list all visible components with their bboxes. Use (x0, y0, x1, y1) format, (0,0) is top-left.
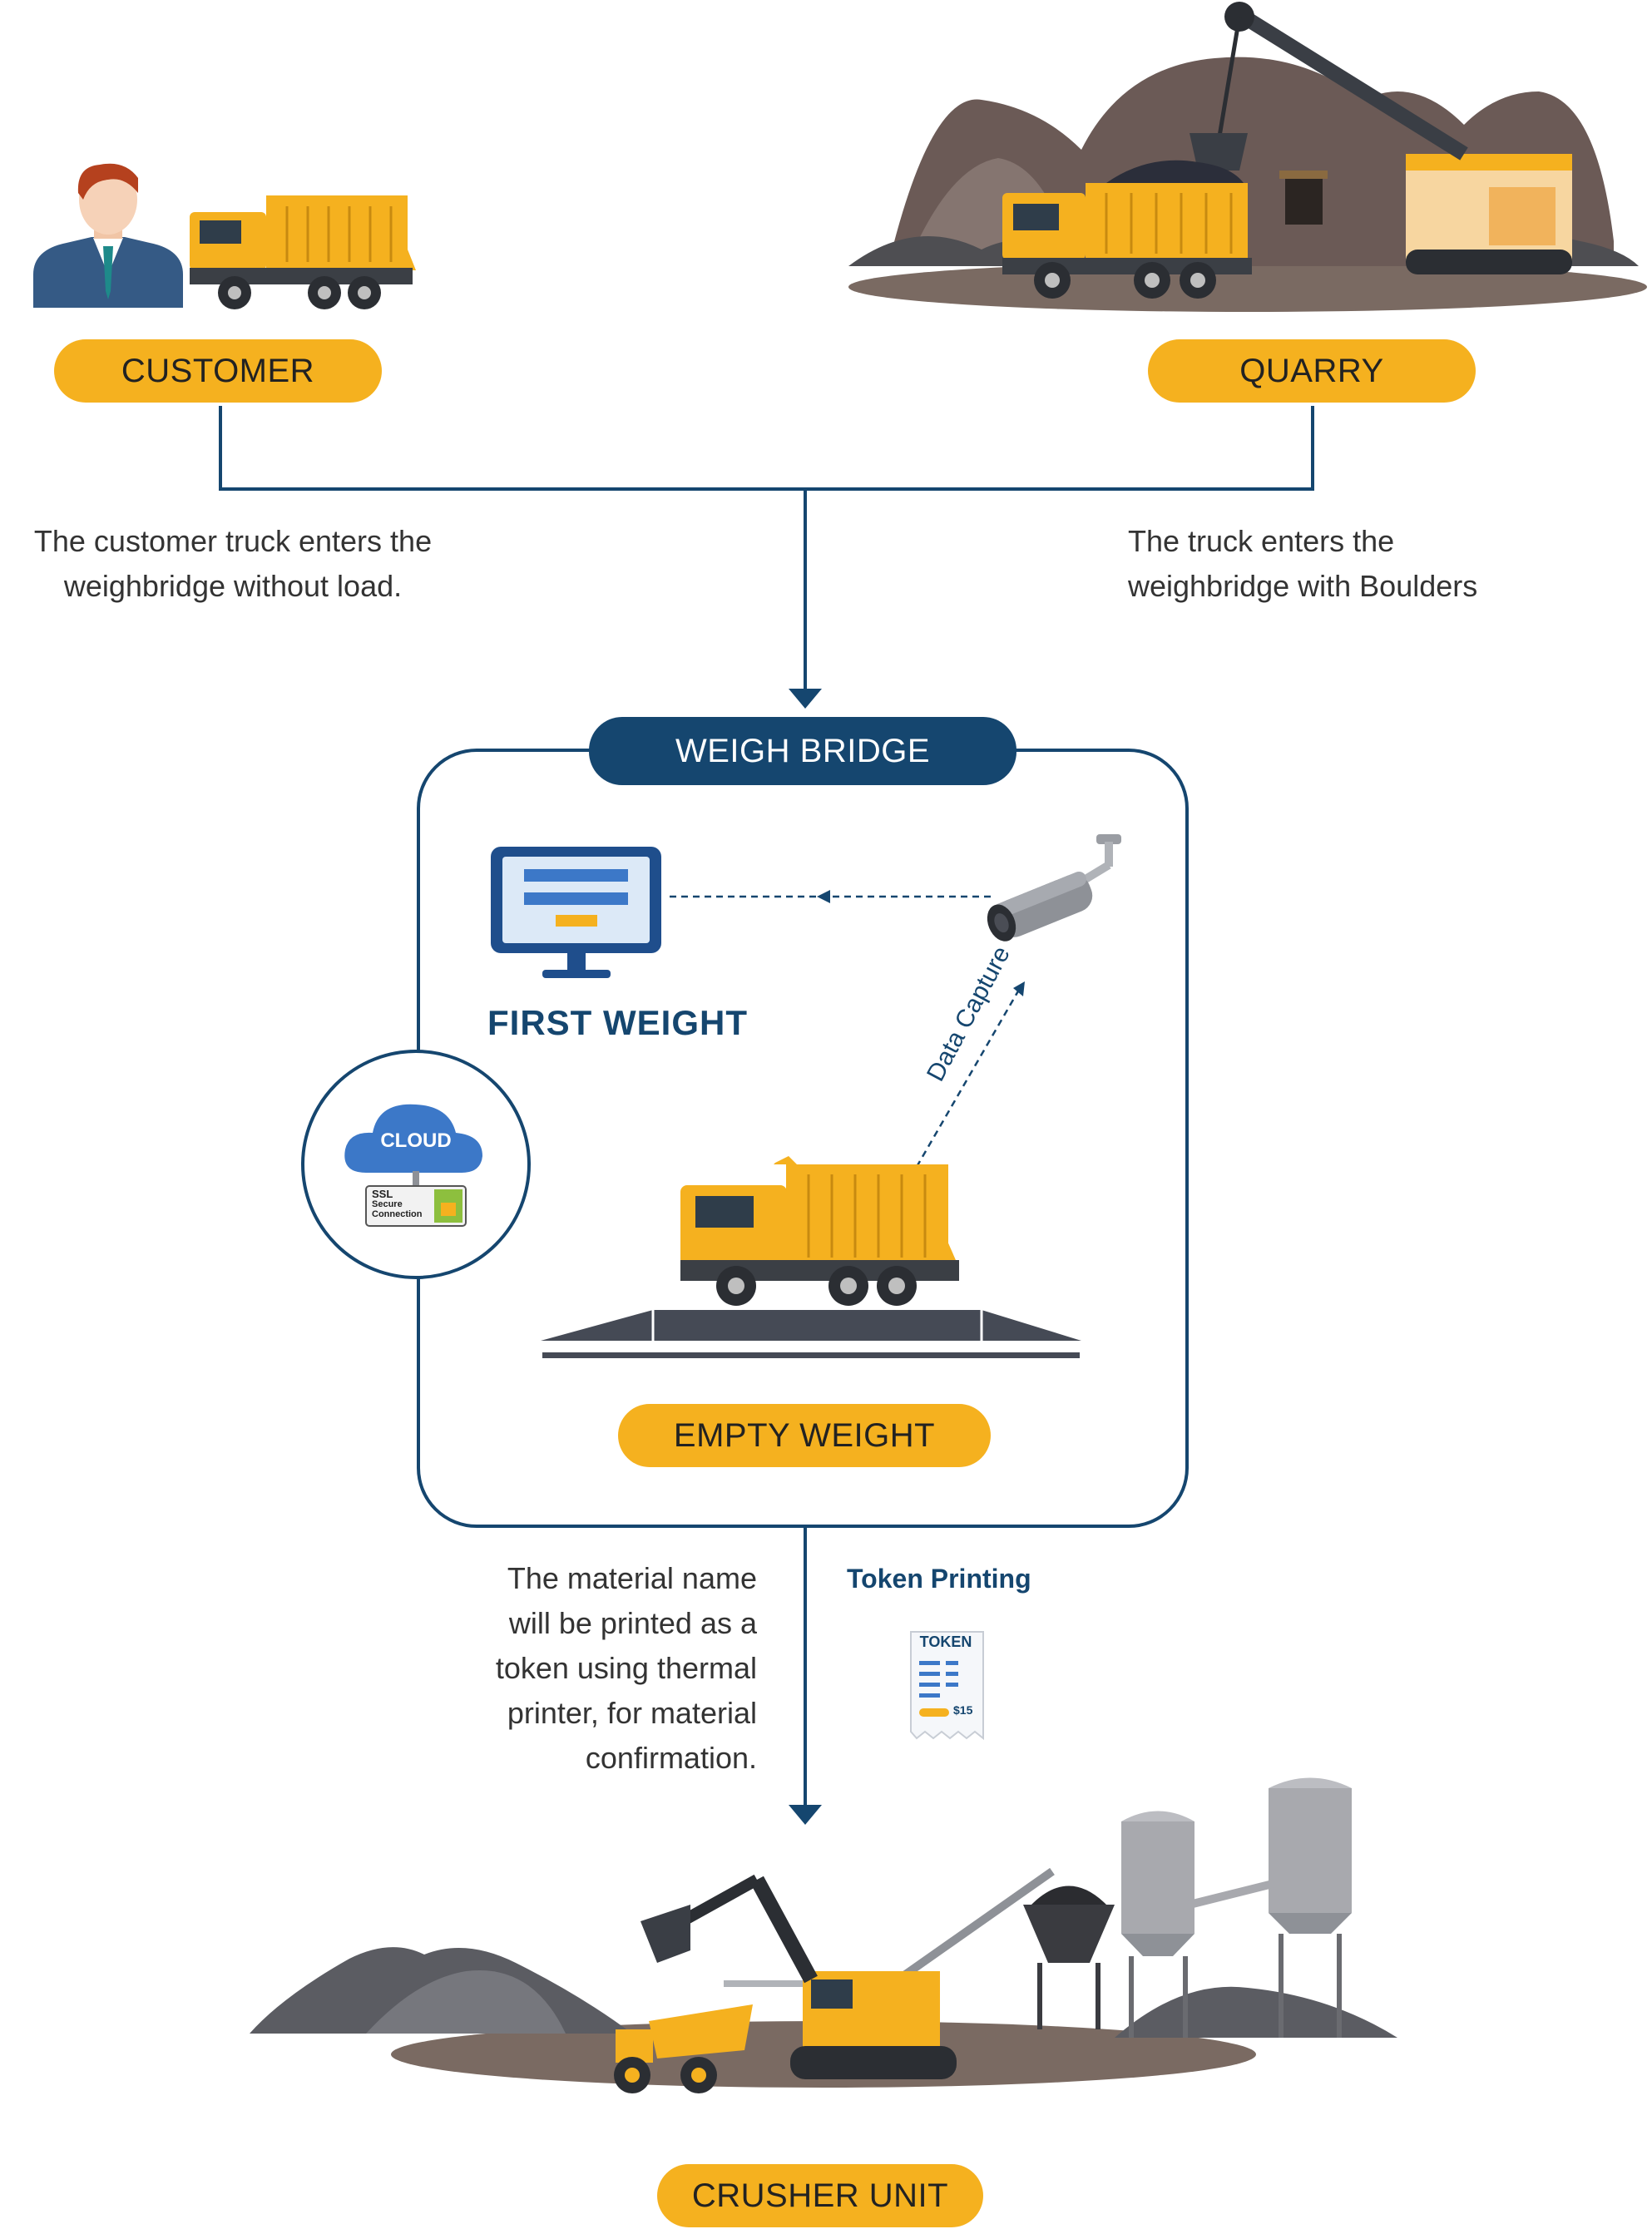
token-description-line3: token using thermal (495, 1651, 757, 1685)
token-text: TOKEN (919, 1633, 972, 1650)
token-price-text: $15 (953, 1703, 973, 1717)
customer-node: CUSTOMER (54, 339, 382, 403)
token-description-line1: The material name (507, 1561, 757, 1595)
ssl-text: SSL Secure Connection (372, 1189, 434, 1219)
arrowhead-to-weighbridge (789, 689, 822, 709)
quarry-description-line1: The truck enters the (1128, 524, 1395, 558)
ssl-badge-icon (365, 1185, 467, 1227)
token-description-line2: will be printed as a (508, 1606, 757, 1640)
ssl-text-line1: SSL (372, 1188, 393, 1200)
camera-icon (987, 834, 1121, 942)
weighbridge-truck-icon (680, 1156, 959, 1306)
quarry-label: QUARRY (1239, 352, 1384, 389)
token-description-line4: printer, for material (507, 1696, 757, 1730)
quarry-illustration (848, 2, 1647, 312)
cloud-text: CLOUD (380, 1129, 452, 1152)
cloud-icon (344, 1104, 482, 1186)
truck-to-camera-link (909, 989, 1021, 1178)
token-description: The material name will be printed as a t… (383, 1556, 757, 1781)
crusher-illustration (250, 1777, 1397, 2093)
first-weight-label: FIRST WEIGHT (487, 1003, 748, 1042)
ssl-text-line3: Connection (372, 1209, 423, 1219)
quarry-node: QUARRY (1148, 339, 1476, 403)
empty-weight-node: EMPTY WEIGHT (618, 1404, 991, 1467)
customer-description: The customer truck enters the weighbridg… (0, 519, 466, 609)
customer-label: CUSTOMER (121, 352, 315, 389)
customer-description-line2: weighbridge without load. (63, 569, 403, 603)
weighbridge-label: WEIGH BRIDGE (675, 732, 931, 769)
customer-truck-icon (190, 195, 416, 309)
customer-description-line1: The customer truck enters the (33, 524, 433, 558)
token-description-line5: confirmation. (585, 1741, 757, 1775)
customer-person-icon (33, 163, 183, 308)
crusher-unit-label: CRUSHER UNIT (691, 2177, 949, 2214)
quarry-description-line2: weighbridge with Boulders (1128, 569, 1478, 603)
empty-weight-label: EMPTY WEIGHT (673, 1416, 936, 1454)
weighbridge-node: WEIGH BRIDGE (589, 717, 1016, 785)
quarry-description: The truck enters the weighbridge with Bo… (1128, 519, 1594, 609)
weighbridge-platform (541, 1310, 1081, 1358)
crusher-unit-node: CRUSHER UNIT (657, 2164, 983, 2227)
token-printing-label: Token Printing (847, 1564, 1031, 1594)
ssl-text-line2: Secure (372, 1199, 403, 1209)
monitor-icon (491, 847, 661, 978)
arrowhead-to-crusher (789, 1805, 822, 1825)
connector-lines (219, 406, 1314, 1805)
token-receipt-icon (910, 1631, 984, 1741)
